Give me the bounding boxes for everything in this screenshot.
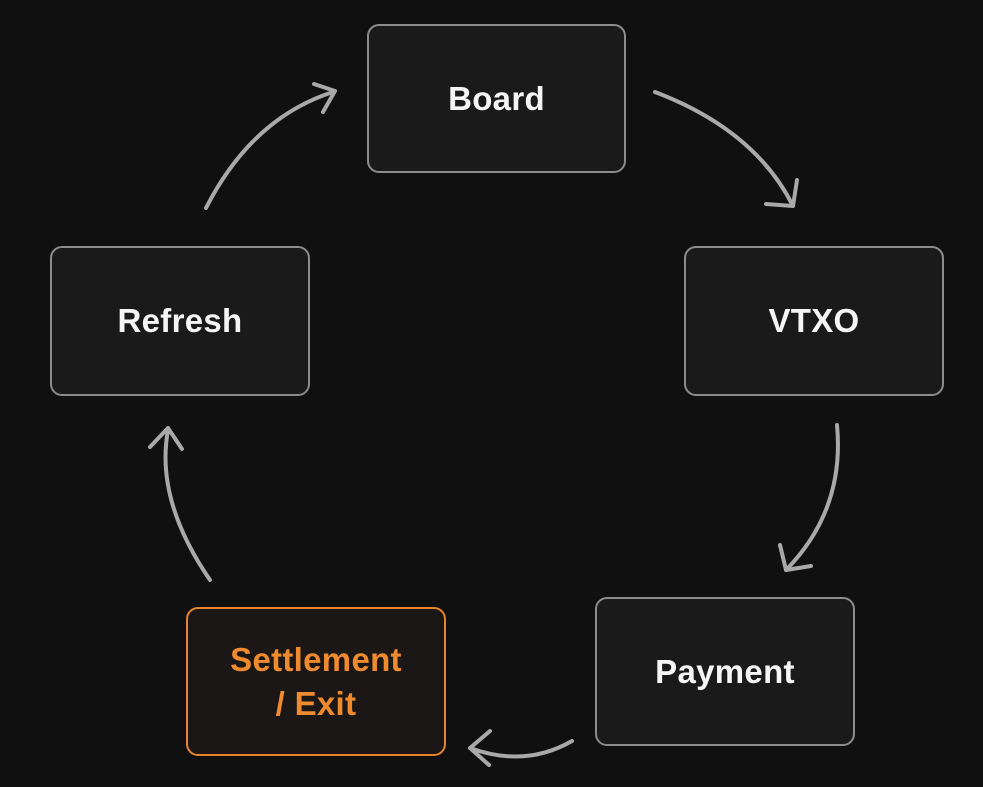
node-payment-label: Payment	[655, 652, 795, 690]
node-settlement-exit: Settlement / Exit	[186, 607, 446, 756]
arrow-settlement-to-refresh-head	[148, 426, 184, 451]
node-board: Board	[367, 24, 626, 173]
arrow-refresh-to-board-head	[312, 82, 337, 114]
node-vtxo: VTXO	[684, 246, 944, 396]
node-settlement-label-line1: Settlement	[230, 640, 402, 678]
node-settlement-label-line2: / Exit	[275, 684, 357, 722]
arrow-board-to-vtxo	[653, 90, 795, 208]
node-refresh-label: Refresh	[117, 302, 243, 339]
arrow-settlement-to-refresh	[163, 428, 212, 582]
arrow-board-to-vtxo-head	[764, 178, 799, 208]
node-vtxo-label: VTXO	[768, 302, 860, 339]
arrow-vtxo-to-payment-head	[778, 543, 813, 572]
arrow-payment-to-settlement-head	[468, 729, 492, 767]
arrow-refresh-to-board	[204, 90, 335, 210]
arrow-vtxo-to-payment	[784, 423, 840, 572]
arrow-payment-to-settlement	[468, 739, 574, 759]
node-board-label: Board	[448, 79, 545, 117]
node-settlement-label: Settlement / Exit	[230, 638, 402, 726]
node-refresh: Refresh	[50, 246, 310, 396]
node-payment: Payment	[595, 597, 855, 746]
